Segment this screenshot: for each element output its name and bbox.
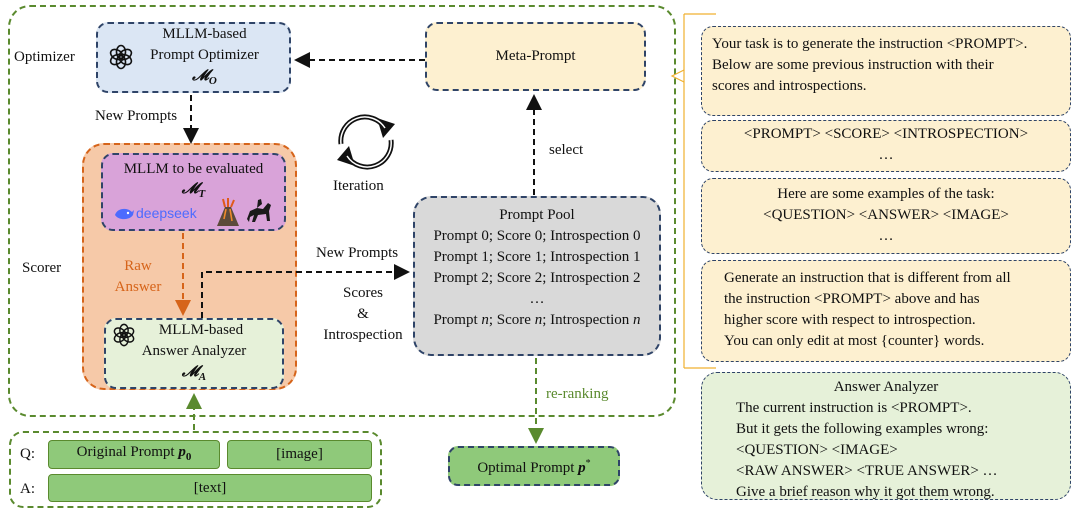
answer-analyzer-box: MLLM-based Answer Analyzer 𝓜A [104, 318, 284, 389]
block2-line: … [878, 147, 894, 163]
prompt-pool-row: Prompt 0; Score 0; Introspection 0 [433, 228, 641, 244]
examples-block: Here are some examples of the task: <QUE… [701, 178, 1071, 254]
optimal-prompt-label: Optimal Prompt p* [477, 458, 591, 476]
scorer-label: Scorer [22, 260, 62, 276]
q-label: Q: [20, 446, 35, 462]
block4-line: You can only edit at most {counter} word… [724, 333, 985, 349]
openai-icon [108, 44, 134, 75]
optimizer-line2: Prompt Optimizer [150, 46, 259, 63]
input-frame [9, 431, 382, 508]
meta-prompt-box: Meta-Prompt [425, 22, 646, 91]
text-input-box: [text] [48, 474, 372, 502]
analyzer-line2: Answer Analyzer [141, 342, 247, 359]
analyzer-prompt-line: Give a brief reason why it got them wron… [736, 484, 995, 500]
deepseek-logo-text: deepseek [136, 205, 197, 221]
prompt-pool-row-n: Prompt n; Score n; Introspection n [433, 312, 641, 328]
evaluated-mllm-box: MLLM to be evaluated 𝓜T deepseek [101, 153, 286, 231]
generation-instruction-block: Generate an instruction that is differen… [701, 260, 1071, 362]
block1-line: Your task is to generate the instruction… [712, 36, 1028, 52]
block4-line: higher score with respect to introspecti… [724, 312, 976, 328]
block4-line: Generate an instruction that is differen… [724, 270, 1011, 286]
block1-line: scores and introspections. [712, 78, 867, 94]
history-block: <PROMPT> <SCORE> <INTROSPECTION> … [701, 120, 1071, 172]
analyzer-symbol: 𝓜A [181, 363, 207, 383]
analyzer-prompt-line: But it gets the following examples wrong… [736, 421, 989, 437]
optimizer-label: Optimizer [14, 49, 75, 65]
raw-answer-label: Raw Answer [114, 258, 162, 295]
block4-line: the instruction <PROMPT> above and has [724, 291, 980, 307]
block1-line: Below are some previous instruction with… [712, 57, 994, 73]
prompt-pool-title: Prompt Pool [499, 207, 575, 223]
horse-rider-icon [243, 195, 275, 232]
analyzer-prompt-line: The current instruction is <PROMPT>. [736, 400, 972, 416]
meta-prompt-label: Meta-Prompt [495, 48, 576, 64]
iteration-label: Iteration [333, 178, 384, 194]
outer-frame [8, 5, 676, 417]
optimizer-line1: MLLM-based [162, 25, 247, 42]
reranking-label: re-ranking [546, 386, 609, 402]
prompt-pool-box: Prompt Pool Prompt 0; Score 0; Introspec… [413, 196, 661, 356]
image-input-box: [image] [227, 440, 372, 469]
new-prompts-top-label: New Prompts [95, 108, 178, 124]
optimal-prompt-box: Optimal Prompt p* [448, 446, 620, 486]
analyzer-line1: MLLM-based [158, 321, 244, 338]
new-prompts-mid-label: New Prompts [316, 245, 399, 261]
prompt-pool-row: … [529, 291, 545, 307]
prompt-pool-row: Prompt 2; Score 2; Introspection 2 [433, 270, 641, 286]
openai-icon [112, 323, 136, 352]
original-prompt-box: Original Prompt p0 [48, 440, 220, 469]
evaluated-symbol: 𝓜T [181, 181, 206, 200]
original-prompt-label: Original Prompt p0 [76, 443, 192, 463]
scores-introspection-label: Scores & Introspection [323, 285, 403, 343]
a-label: A: [20, 481, 35, 497]
prompt-optimizer-box: MLLM-based Prompt Optimizer 𝓜O [96, 22, 291, 93]
image-input-label: [image] [276, 446, 323, 462]
block3-line: Here are some examples of the task: [777, 186, 995, 202]
answer-analyzer-prompt-block: Answer Analyzer The current instruction … [701, 372, 1071, 500]
text-input-label: [text] [193, 479, 227, 496]
analyzer-prompt-line: <RAW ANSWER> <TRUE ANSWER> … [736, 463, 998, 479]
meta-prompt-instruction-block: Your task is to generate the instruction… [701, 26, 1071, 116]
deepseek-whale-icon [113, 206, 135, 227]
volcano-icon [215, 197, 241, 232]
iteration-cycle-icon [329, 106, 403, 183]
analyzer-prompt-line: <QUESTION> <IMAGE> [736, 442, 898, 458]
analyzer-prompt-title: Answer Analyzer [833, 379, 939, 395]
select-label: select [549, 142, 584, 158]
optimizer-symbol: 𝓜O [192, 67, 217, 87]
evaluated-line1: MLLM to be evaluated [123, 161, 264, 177]
block2-line: <PROMPT> <SCORE> <INTROSPECTION> [743, 126, 1029, 142]
block3-line: <QUESTION> <ANSWER> <IMAGE> [763, 207, 1009, 223]
block3-line: … [878, 228, 894, 244]
prompt-pool-row: Prompt 1; Score 1; Introspection 1 [433, 249, 641, 265]
